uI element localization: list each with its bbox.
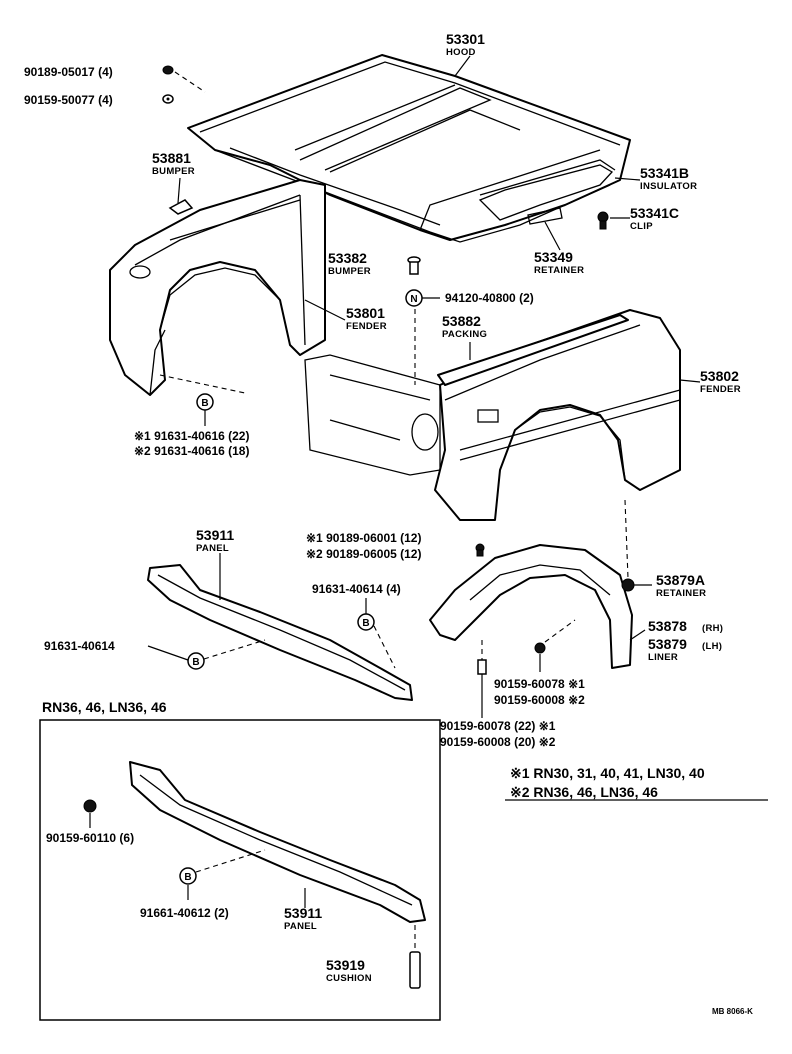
marker-n-text: N <box>410 294 417 305</box>
bumper1-name: BUMPER <box>152 166 195 177</box>
clip-part-number: 53341C <box>630 205 679 221</box>
panel1-name: PANEL <box>196 543 229 554</box>
retainer-clip-icon <box>621 578 635 592</box>
bolt-d-label: 91631-40614 (4) <box>312 582 401 596</box>
liner-name: LINER <box>648 652 678 663</box>
insulator-part <box>478 164 614 221</box>
nut-icon <box>83 799 97 813</box>
retainer-name: RETAINER <box>534 265 584 276</box>
panel-lower-part <box>129 761 426 923</box>
fender-rh-part-number: 53801 <box>346 305 385 321</box>
bolt-b1-label: ※1 91631-40616 (22) <box>134 429 249 443</box>
liner-lh-side: (LH) <box>702 641 722 652</box>
fender-lh-name: FENDER <box>700 384 741 395</box>
nut-icon <box>475 543 546 675</box>
insulator-name: INSULATOR <box>640 181 697 192</box>
bumper2-name: BUMPER <box>328 266 371 277</box>
retainer-bracket-part <box>527 207 563 225</box>
cushion-part-number: 53919 <box>326 957 365 973</box>
bolt-e-label: 91631-40614 <box>44 639 115 653</box>
hood-name: HOOD <box>446 47 476 58</box>
bolt-i-label: 91661-40612 (2) <box>140 906 229 920</box>
nut-f1-label: 90159-60078 ※1 <box>494 677 585 691</box>
hood-part-number: 53301 <box>446 31 485 47</box>
inset-title: RN36, 46, LN36, 46 <box>42 699 167 715</box>
bumper2-part-number: 53382 <box>328 250 367 266</box>
panel1-part-number: 53911 <box>196 527 234 543</box>
marker-b-text: B <box>192 657 199 668</box>
marker-b-icon: B <box>179 867 197 885</box>
nut-f2-label: 90159-60008 ※2 <box>494 693 585 707</box>
inset-box <box>39 719 441 1021</box>
nut-b-label: 90159-50077 (4) <box>24 93 113 107</box>
hood-part <box>187 54 631 243</box>
packing-part-number: 53882 <box>442 313 481 329</box>
fender-lh-part-number: 53802 <box>700 368 739 384</box>
bolt-b2-label: ※2 91631-40616 (18) <box>134 444 249 458</box>
legend-note-2: ※2 RN36, 46, LN36, 46 <box>510 784 658 800</box>
figure-code: MB 8066-K <box>712 1007 753 1016</box>
nut-c2-label: ※2 90189-06005 (12) <box>306 547 421 561</box>
nut-icon <box>162 65 174 104</box>
liner-rh-part-number: 53878 <box>648 618 687 634</box>
panel2-part-number: 53911 <box>284 905 322 921</box>
marker-b-icon: B <box>187 652 205 670</box>
marker-b-icon: B <box>357 613 375 631</box>
packing-strip-part <box>437 314 629 386</box>
retainer2-part-number: 53879A <box>656 572 705 588</box>
marker-b-text: B <box>201 398 208 409</box>
nut-h-label: 90159-60110 (6) <box>46 831 134 845</box>
marker-n-icon: N <box>405 289 423 307</box>
fender-liner-part <box>429 544 633 669</box>
panel2-name: PANEL <box>284 921 317 932</box>
nut-c1-label: ※1 90189-06001 (12) <box>306 531 421 545</box>
legend-note-1: ※1 RN30, 31, 40, 41, LN30, 40 <box>510 765 705 781</box>
nut-g1-label: 90159-60078 (22) ※1 <box>440 719 556 733</box>
packing-name: PACKING <box>442 329 487 340</box>
bumper-stop-icon <box>407 256 421 275</box>
fender-rh-name: FENDER <box>346 321 387 332</box>
bumper1-part-number: 53881 <box>152 150 191 166</box>
nut-a-label: 90189-05017 (4) <box>24 65 113 79</box>
marker-b-text: B <box>184 872 191 883</box>
clip-name: CLIP <box>630 221 653 232</box>
leader-lines <box>177 55 701 641</box>
retainer2-name: RETAINER <box>656 588 706 599</box>
cushion-part <box>409 951 421 989</box>
nut-g2-label: 90159-60008 (20) ※2 <box>440 735 556 749</box>
liner-rh-side: (RH) <box>702 623 723 634</box>
retainer-part-number: 53349 <box>534 249 573 265</box>
marker-b-text: B <box>362 618 369 629</box>
insulator-part-number: 53341B <box>640 165 689 181</box>
liner-lh-part-number: 53879 <box>648 636 687 652</box>
marker-b-icon: B <box>196 393 214 411</box>
clip-icon <box>597 211 609 230</box>
cushion-name: CUSHION <box>326 973 372 984</box>
bolt-n-label: 94120-40800 (2) <box>445 291 534 305</box>
bumper-rubber-icon <box>168 199 194 215</box>
fender-rh-part <box>109 179 326 396</box>
